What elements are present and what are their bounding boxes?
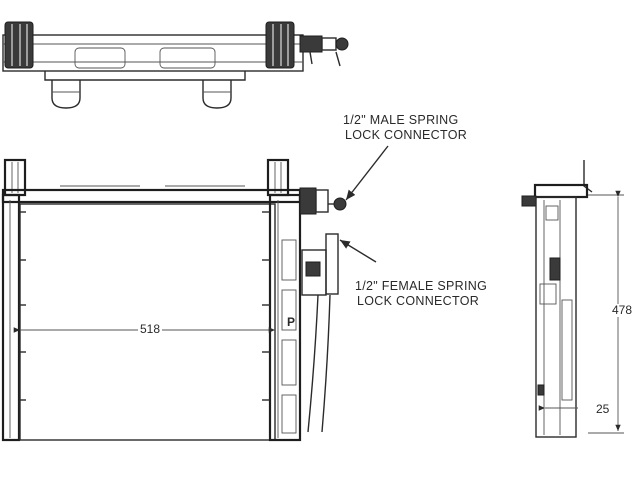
male-connector-label-line1: 1/2" MALE SPRING xyxy=(343,113,459,127)
side-view xyxy=(521,160,624,438)
female-connector-label: 1/2" FEMALE SPRING LOCK CONNECTOR xyxy=(355,279,487,309)
female-connector-label-line2: LOCK CONNECTOR xyxy=(357,294,480,308)
female-connector-label-line1: 1/2" FEMALE SPRING xyxy=(355,279,488,293)
depth-dimension-label: 25 xyxy=(594,402,612,416)
height-dimension-label: 478 xyxy=(610,303,635,317)
male-connector-label-line2: LOCK CONNECTOR xyxy=(345,128,468,142)
width-dimension-label: 518 xyxy=(138,322,163,336)
top-view xyxy=(2,21,349,109)
front-view: P xyxy=(1,158,347,442)
svg-text:P: P xyxy=(287,315,295,329)
male-connector-label: 1/2" MALE SPRING LOCK CONNECTOR xyxy=(343,113,467,143)
